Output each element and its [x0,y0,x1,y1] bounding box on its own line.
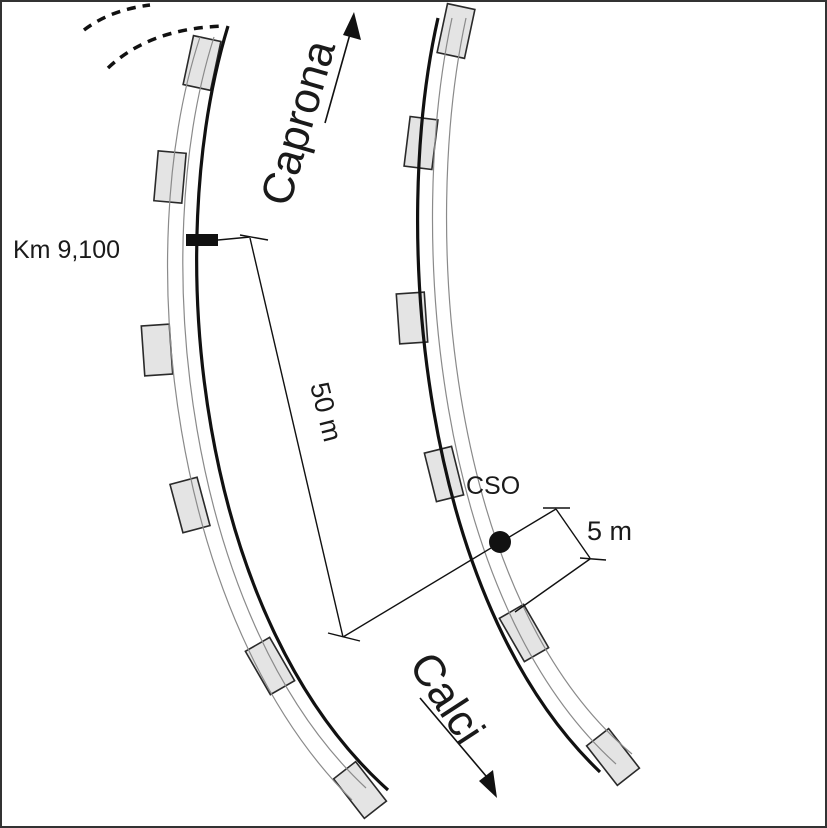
right-track-outer-rail [415,17,602,774]
sleeper [169,476,211,534]
km-marker-block [186,234,218,246]
label-5m: 5 m [587,516,632,546]
dashed-track-continuation [82,3,226,70]
left-track-outer-rail [195,25,390,792]
left-track [140,25,390,820]
sleeper [332,760,388,820]
left-track-inner-rail-b [182,36,367,789]
sleeper [423,445,465,503]
right-track [395,2,641,787]
right-track-inner-rail-b [445,17,633,755]
label-km: Km 9,100 [13,236,120,264]
dimension-5m [342,507,607,638]
label-cso: CSO [466,472,520,500]
arrow-caprona [324,12,361,124]
right-track-inner-rail-a [431,17,617,765]
cso-point [489,531,511,553]
sleeper [585,727,641,787]
sleeper [140,323,174,377]
arrow-calci [419,697,497,798]
left-track-inner-rail-a [166,36,353,801]
sleeper [153,150,187,204]
